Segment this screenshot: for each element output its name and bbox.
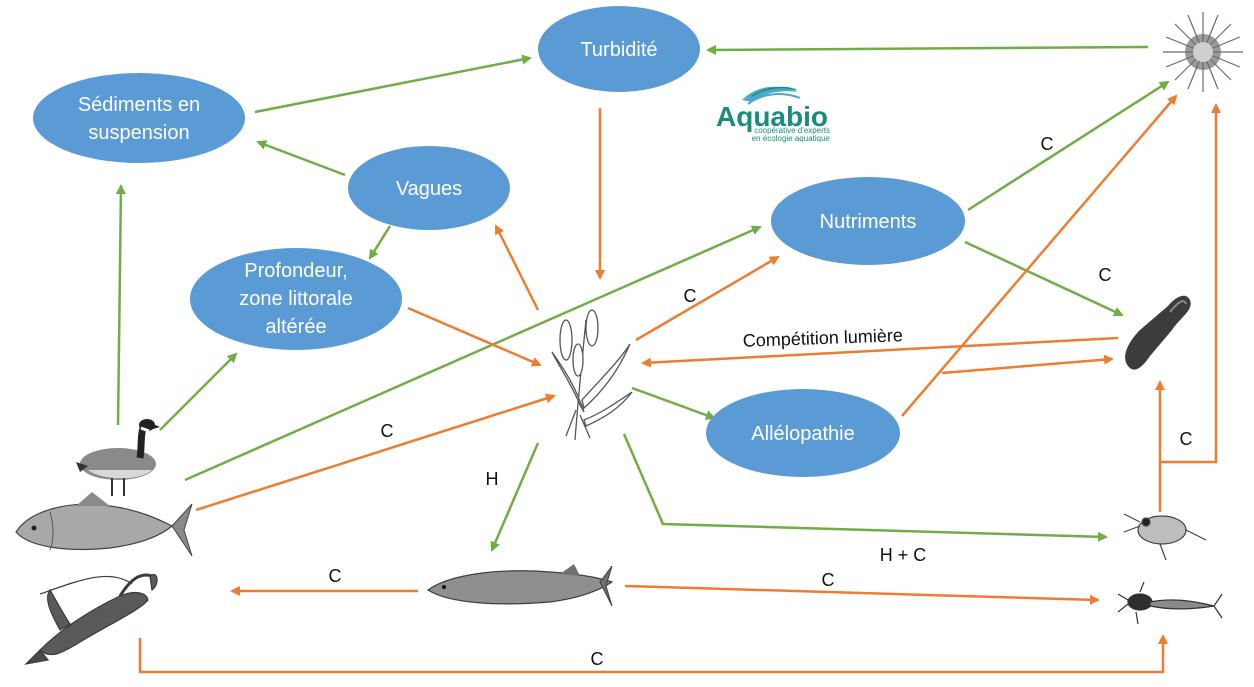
node-sediments-label-2: suspension: [88, 122, 189, 144]
node-turbidite: Turbidité: [538, 6, 700, 92]
node-turbidite-label: Turbidité: [580, 39, 657, 61]
arrow-nutriments-to-cyano: [964, 240, 1124, 317]
label-plant-nutr: C: [684, 286, 697, 306]
arrow-profondeur-to-plant: [407, 306, 542, 367]
logo-name: Aquabio: [716, 101, 828, 132]
label-plant-zoo: H + C: [880, 545, 927, 565]
arrow-fish-to-plant: [195, 393, 556, 512]
label-pike-right: C: [822, 570, 835, 590]
crayfish-icon: [24, 573, 158, 665]
label-bottom: C: [591, 649, 604, 669]
arrow-goose-to-nutriments: [184, 225, 762, 482]
node-allelopathie: Allélopathie: [706, 389, 900, 477]
insect-larva-icon: [1117, 581, 1223, 625]
arrow-sediments-to-turbidite: [254, 54, 532, 114]
node-profondeur-label-2: zone littorale: [239, 288, 352, 310]
label-pike-left: C: [329, 566, 342, 586]
arrow-plant-to-allelopathie: [631, 386, 716, 420]
arrow-daphnia-to-phyto: [1160, 103, 1221, 464]
pike-icon: [426, 564, 614, 607]
fish-icon: [15, 492, 193, 557]
arrow-plant-to-daphnia: [622, 433, 1108, 542]
arrow-goose-to-profondeur: [159, 352, 238, 431]
arrow-plant-to-nutriments: [635, 255, 780, 342]
label-competition: Compétition lumière: [742, 325, 903, 351]
arrow-cyano-to-plant: [641, 336, 1119, 368]
arrow-nutriments-to-phyto: [967, 80, 1170, 212]
goose-icon: [76, 419, 160, 496]
label-fish-plant: C: [381, 421, 394, 441]
node-vagues: Vagues: [348, 146, 510, 230]
label-plant-pike: H: [486, 469, 499, 489]
node-allelopathie-label: Allélopathie: [751, 423, 854, 445]
node-profondeur-label-3: altérée: [265, 316, 326, 338]
green-arrows: [115, 44, 1170, 552]
arrow-competition-to-cyano: [941, 354, 1114, 375]
label-nutr-phyto: C: [1041, 134, 1054, 154]
node-vagues-label: Vagues: [396, 178, 462, 200]
logo-tagline-1: coopérative d'experts: [754, 126, 830, 135]
label-nutr-cyano: C: [1099, 265, 1112, 285]
node-nutriments-label: Nutriments: [820, 211, 917, 233]
node-profondeur: Profondeur, zone littorale altérée: [190, 248, 402, 350]
label-zoo-up: C: [1180, 429, 1193, 449]
arrow-allelopathie-to-phyto: [901, 94, 1178, 417]
node-profondeur-label-1: Profondeur,: [244, 260, 347, 282]
node-nutriments: Nutriments: [771, 177, 965, 265]
node-sediments-label-1: Sédiments en: [78, 94, 200, 116]
arrow-goose-to-sediments: [115, 184, 126, 426]
arrow-vagues-to-profondeur: [368, 225, 392, 260]
arrow-plant-to-pike: [490, 442, 540, 552]
aquatic-plant-icon: [551, 309, 633, 441]
node-sediments: Sédiments en suspension: [33, 73, 245, 163]
logo-tagline-2: en écologie aquatique: [752, 134, 831, 143]
aquabio-logo: Aquabio coopérative d'experts en écologi…: [716, 86, 831, 143]
daphnia-icon: [1123, 513, 1207, 561]
arrow-plant-to-vagues: [494, 224, 540, 311]
arrow-crayfish-to-larva: [138, 634, 1168, 674]
cyanobacteria-icon: [1125, 295, 1191, 370]
arrow-pike-to-larva: [624, 584, 1100, 605]
arrow-phyto-to-turbidite: [706, 44, 1149, 55]
orange-arrows: [138, 94, 1221, 674]
arrow-vagues-to-sediments: [256, 140, 346, 177]
phytoplankton-icon: [1163, 12, 1243, 92]
